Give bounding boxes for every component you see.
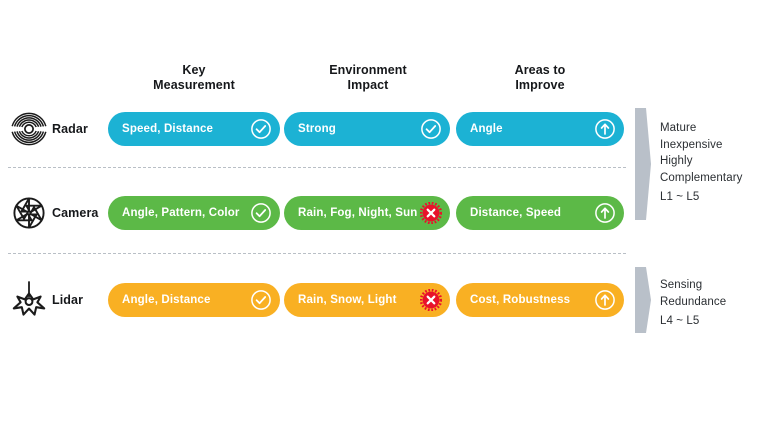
pill-label: Strong bbox=[298, 123, 336, 135]
pill-label: Speed, Distance bbox=[122, 123, 214, 135]
column-header-key-measurement: Key Measurement bbox=[153, 63, 235, 92]
check-icon bbox=[250, 118, 272, 140]
row-separator bbox=[8, 253, 626, 254]
up-arrow-icon bbox=[594, 289, 616, 311]
pill-label: Angle, Distance bbox=[122, 294, 211, 306]
cross-icon bbox=[420, 289, 442, 311]
camera-aperture-icon bbox=[8, 190, 50, 236]
column-header-environment-impact: Environment Impact bbox=[329, 63, 407, 92]
note-lidar: Sensing Redundance L4 ~ L5 bbox=[660, 277, 766, 330]
note-level: L1 ~ L5 bbox=[660, 191, 700, 203]
pill-label: Rain, Fog, Night, Sun bbox=[298, 207, 418, 219]
up-arrow-icon bbox=[594, 202, 616, 224]
note-lines: Sensing Redundance bbox=[660, 279, 727, 308]
up-arrow-icon bbox=[594, 118, 616, 140]
column-header-areas-to-improve: Areas to Improve bbox=[514, 63, 566, 92]
sensor-label-radar: Radar bbox=[52, 122, 88, 136]
pill-radar-key-measurement[interactable]: Speed, Distance bbox=[108, 112, 280, 146]
column-headers: Key Measurement Environment Impact Areas… bbox=[0, 63, 768, 99]
pill-label: Angle, Pattern, Color bbox=[122, 207, 240, 219]
pill-label: Cost, Robustness bbox=[470, 294, 571, 306]
pill-radar-environment-impact[interactable]: Strong bbox=[284, 112, 450, 146]
pill-lidar-environment-impact[interactable]: Rain, Snow, Light bbox=[284, 283, 450, 317]
pill-camera-key-measurement[interactable]: Angle, Pattern, Color bbox=[108, 196, 280, 230]
pill-lidar-areas-to-improve[interactable]: Cost, Robustness bbox=[456, 283, 624, 317]
cross-icon bbox=[420, 202, 442, 224]
pill-camera-environment-impact[interactable]: Rain, Fog, Night, Sun bbox=[284, 196, 450, 230]
pill-radar-areas-to-improve[interactable]: Angle bbox=[456, 112, 624, 146]
check-icon bbox=[250, 289, 272, 311]
check-icon bbox=[250, 202, 272, 224]
radar-waves-icon bbox=[8, 106, 50, 152]
pill-label: Rain, Snow, Light bbox=[298, 294, 397, 306]
table-row-radar: Radar Speed, Distance Strong Angle bbox=[0, 102, 768, 160]
pill-label: Distance, Speed bbox=[470, 207, 562, 219]
pill-label: Angle bbox=[470, 123, 503, 135]
check-icon bbox=[420, 118, 442, 140]
pill-camera-areas-to-improve[interactable]: Distance, Speed bbox=[456, 196, 624, 230]
sensor-label-camera: Camera bbox=[52, 206, 99, 220]
table-row-lidar: Lidar Angle, Distance Rain, Snow, Light … bbox=[0, 273, 768, 331]
sensor-label-lidar: Lidar bbox=[52, 293, 84, 307]
bracket-radar-camera bbox=[634, 108, 652, 220]
row-separator bbox=[8, 167, 626, 168]
note-level: L4 ~ L5 bbox=[660, 315, 700, 327]
table-row-camera: Camera Angle, Pattern, Color Rain, Fog, … bbox=[0, 186, 768, 244]
pill-lidar-key-measurement[interactable]: Angle, Distance bbox=[108, 283, 280, 317]
bracket-lidar bbox=[634, 267, 652, 333]
note-radar-camera: Mature Inexpensive Highly Complementary … bbox=[660, 120, 766, 206]
note-lines: Mature Inexpensive Highly Complementary bbox=[660, 122, 743, 184]
lidar-burst-icon bbox=[8, 277, 50, 323]
